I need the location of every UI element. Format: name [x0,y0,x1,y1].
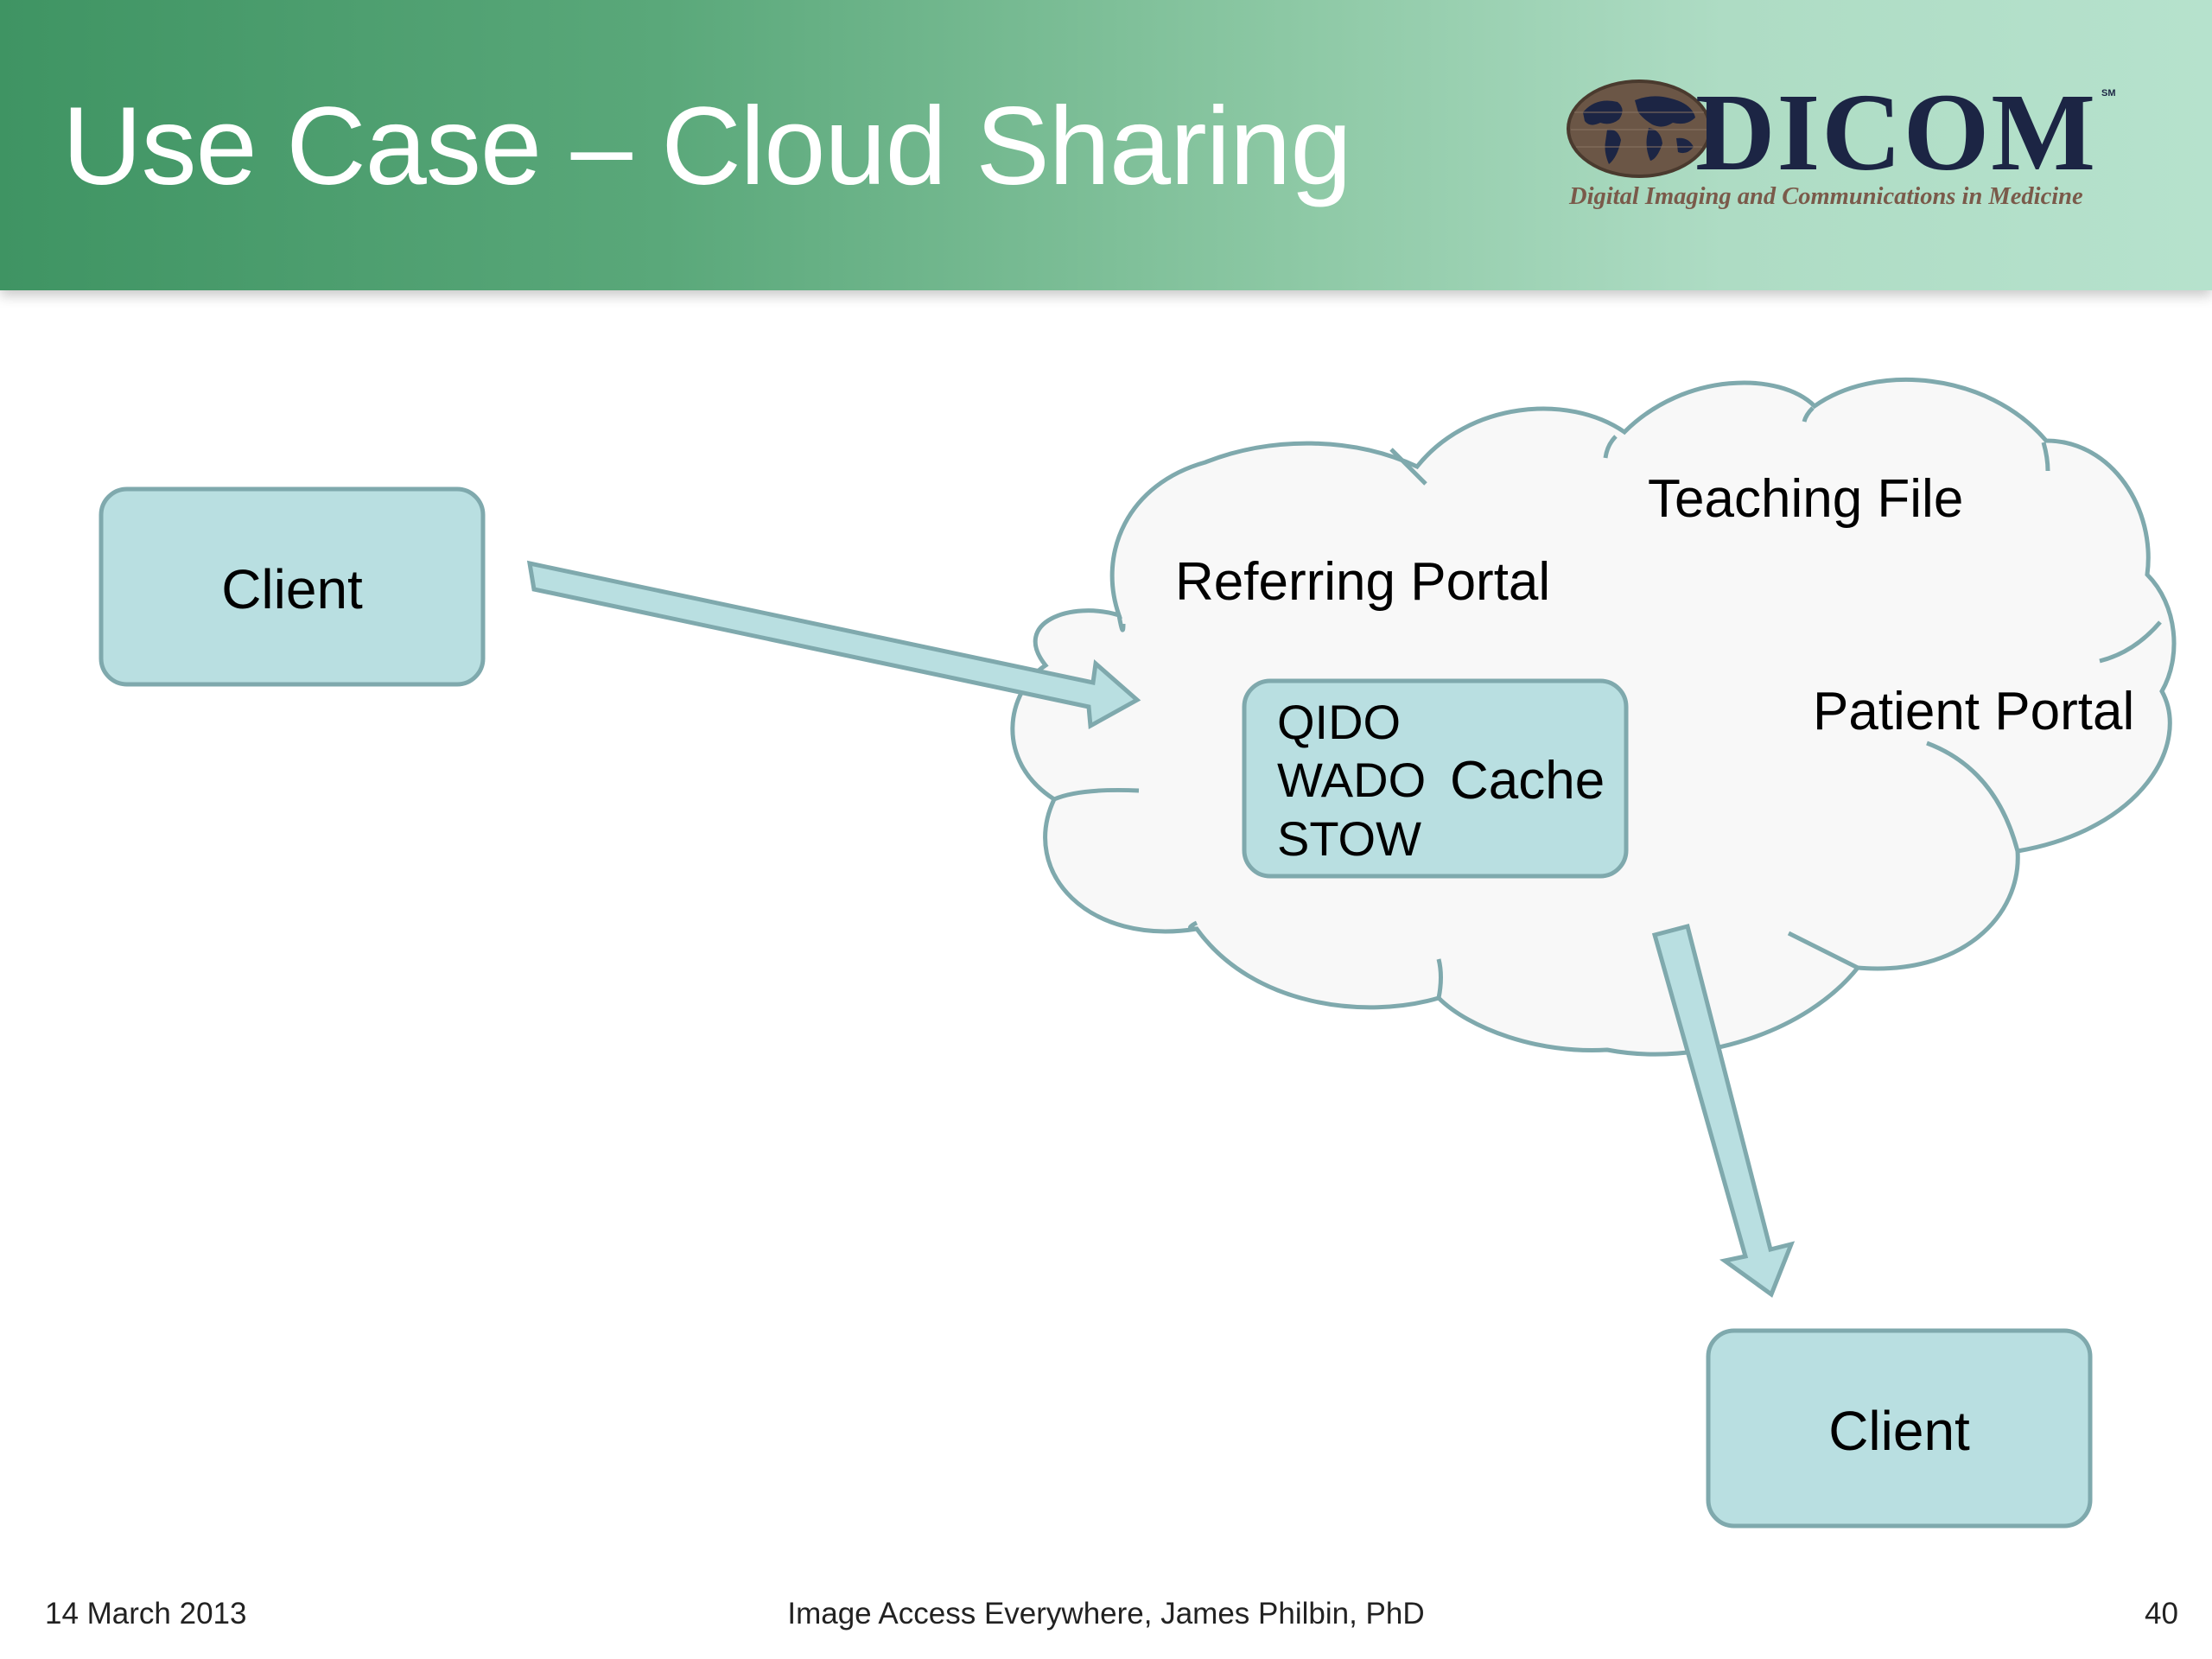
slide-title: Use Case – Cloud Sharing [62,85,1351,208]
slide-header: Use Case – Cloud Sharing DICOM SM Digita… [0,0,2212,290]
service-cache-box[interactable] [1242,678,1629,879]
client-box-left[interactable] [99,486,486,687]
cache-label: Cache [1450,751,1605,810]
service-stow: STOW [1277,811,1421,866]
referring-portal-label: Referring Portal [1175,552,1551,612]
page-number: 40 [2145,1597,2178,1630]
client-label-bottom: Client [1828,1400,1970,1462]
footer-date: 14 March 2013 [45,1597,247,1630]
teaching-file-label: Teaching File [1648,469,1964,529]
dicom-wordmark: DICOM [1695,71,2098,194]
patient-portal-label: Patient Portal [1813,682,2135,741]
service-qido: QIDO [1277,695,1402,749]
cloud-inner-arcs [1053,406,2162,999]
footer-title: Image Access Everywhere, James Philbin, … [787,1597,1425,1630]
service-wado: WADO [1277,753,1427,807]
arrow-client-to-cloud [526,560,1141,730]
arrow-cloud-to-client [1651,923,1796,1298]
trademark-mark: SM [2101,88,2116,99]
client-label-left: Client [221,558,363,620]
client-box-bottom[interactable] [1706,1328,2093,1529]
dicom-logo: DICOM SM Digital Imaging and Communicati… [1566,71,2127,225]
dicom-tagline: Digital Imaging and Communications in Me… [1569,183,2083,210]
world-map-globe-icon [1567,79,1712,178]
